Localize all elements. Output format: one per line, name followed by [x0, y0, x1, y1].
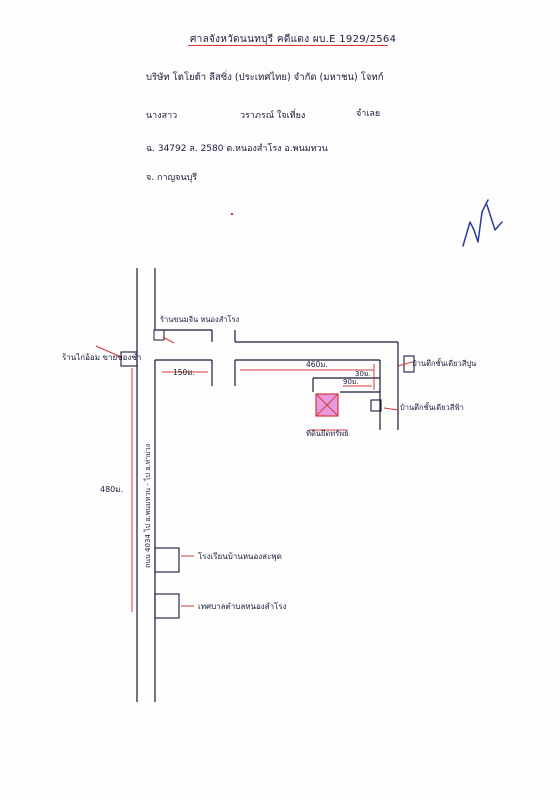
right-house-2-shape: [370, 399, 382, 412]
defendant-role: จำเลย: [356, 109, 381, 119]
document-title: ศาลจังหวัดนนทบุรี คดีแดง ผบ.E 1929/2564: [190, 34, 397, 45]
landmark-top-label: ร้านขนมจีน หนองสำโรง: [160, 315, 240, 324]
right-house-1-label: บ้านตึกชั้นเดียวสีปูน: [412, 358, 476, 368]
office-label: เทศบาลตำบลหนองสำโรง: [198, 601, 287, 611]
school-shape: [154, 547, 180, 573]
title-underline: [188, 45, 388, 46]
province-line: จ. กาญจนบุรี: [146, 173, 198, 183]
shop-label: ร้านไก่อ้อม ขายของชำ: [62, 353, 141, 362]
office-shape: [154, 593, 180, 619]
defendant-label: นางสาว: [146, 111, 178, 121]
road-name-label: ถนน 4034 ไป อ.พนมทวน - ไป อ.ท่าม่วง: [143, 444, 152, 568]
school-label: โรงเรียนบ้านหนองสะพุด: [198, 551, 282, 561]
right-house-2-label: บ้านตึกชั้นเดียวสีฟ้า: [400, 402, 464, 412]
dist-30-label: 30ม.: [355, 370, 371, 378]
landmark-top-shape: [153, 329, 165, 341]
dist-460-label: 460ม.: [306, 360, 328, 369]
defendant-name: วราภรณ์ ใจเที่ยง: [240, 111, 306, 121]
right-house-2-pointer: [383, 407, 399, 411]
shop-pointer: [95, 345, 122, 358]
target-label: ที่ดินยึดทรัพย์: [306, 428, 349, 438]
stray-mark: [230, 212, 234, 216]
dist-90-label: 90ม.: [343, 378, 359, 386]
distance-480-label: 480ม.: [100, 485, 123, 494]
signature: [462, 199, 503, 247]
shop-shape: [120, 351, 138, 367]
dist-150-label: 150ม.: [173, 368, 195, 377]
plaintiff-line: บริษัท โตโยต้า ลีสซิ่ง (ประเทศไทย) จำกัด…: [146, 72, 384, 83]
deed-line: ฉ. 34792 ล. 2580 ต.หนองสำโรง อ.พนมทวน: [146, 144, 328, 154]
right-house-1-pointer: [397, 361, 413, 367]
landmark-pointer: [162, 336, 175, 344]
target-cross-b: [315, 393, 339, 417]
